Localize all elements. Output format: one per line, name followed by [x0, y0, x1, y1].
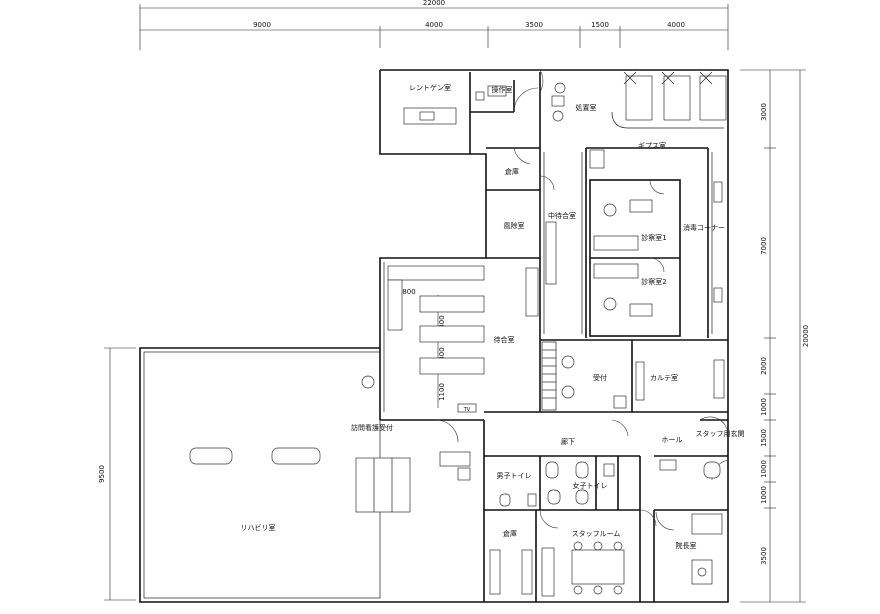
dim-right-seg-6: 1000: [760, 460, 768, 478]
furniture: [189, 71, 727, 597]
dim-top-seg-3: 3500: [525, 21, 543, 29]
dim-top-seg-2: 4000: [425, 21, 443, 29]
room-xray: レントゲン室: [409, 83, 451, 92]
room-staff-room: スタッフルーム: [572, 529, 621, 538]
dim-wait-row-4: 1100: [438, 383, 446, 401]
room-director: 院長室: [676, 541, 697, 550]
room-exam-2: 診察室2: [641, 277, 666, 286]
dim-right-seg-8: 3500: [760, 547, 768, 565]
room-rehab: リハビリ室: [241, 523, 276, 532]
room-labels: レントゲン室 操作室 処置室 ギプス室 倉庫 風除室 中待合室 診察室1 診察室…: [241, 83, 745, 550]
dim-wait-row-2: 800: [438, 315, 446, 328]
dim-right-seg-7: 1000: [760, 486, 768, 504]
dimension-lines: 22000 9000 4000 3500 1500 4000 20000 300…: [98, 0, 810, 603]
room-control: 操作室: [492, 85, 513, 94]
dim-right-total: 20000: [802, 325, 810, 347]
dim-right-seg-2: 7000: [760, 237, 768, 255]
room-exam-1: 診察室1: [641, 233, 666, 242]
room-records: カルテ室: [650, 373, 678, 382]
room-isolation: 風除室: [504, 221, 525, 230]
dim-top-seg-4: 1500: [591, 21, 609, 29]
dim-total-width: 22000: [423, 0, 445, 7]
dim-wait-row-1: 800: [402, 288, 415, 296]
room-inner-waiting: 中待合室: [548, 211, 576, 220]
walls: [139, 69, 729, 603]
dim-right-seg-5: 1500: [760, 429, 768, 447]
room-staff-entrance: スタッフ用玄関: [696, 429, 745, 438]
staircase: [541, 341, 557, 411]
room-waiting: 待合室: [494, 335, 515, 344]
dim-right-seg-4: 1000: [760, 398, 768, 416]
room-cast: ギプス室: [638, 141, 666, 150]
room-reception: 受付: [593, 373, 607, 382]
dim-wait-row-3: 800: [438, 347, 446, 360]
dim-right-seg-1: 3000: [760, 103, 768, 121]
room-visiting-nurse: 訪問看護受付: [351, 423, 393, 432]
room-storage-lower: 倉庫: [503, 529, 517, 538]
dim-top-seg-1: 9000: [253, 21, 271, 29]
dim-top-seg-5: 4000: [667, 21, 685, 29]
room-sterilization: 消毒コーナー: [683, 223, 725, 232]
room-hall: ホール: [662, 436, 683, 444]
room-corridor: 廊下: [561, 437, 575, 446]
room-womens-toilet: 女子トイレ: [573, 481, 608, 490]
tv-label: TV: [463, 407, 471, 413]
dim-left-height: 9500: [98, 465, 106, 483]
room-treatment: 処置室: [576, 103, 597, 112]
room-mens-toilet: 男子トイレ: [497, 472, 532, 480]
room-storage-upper: 倉庫: [505, 167, 519, 176]
dim-right-seg-3: 2000: [760, 357, 768, 375]
door-swings: [435, 69, 729, 531]
